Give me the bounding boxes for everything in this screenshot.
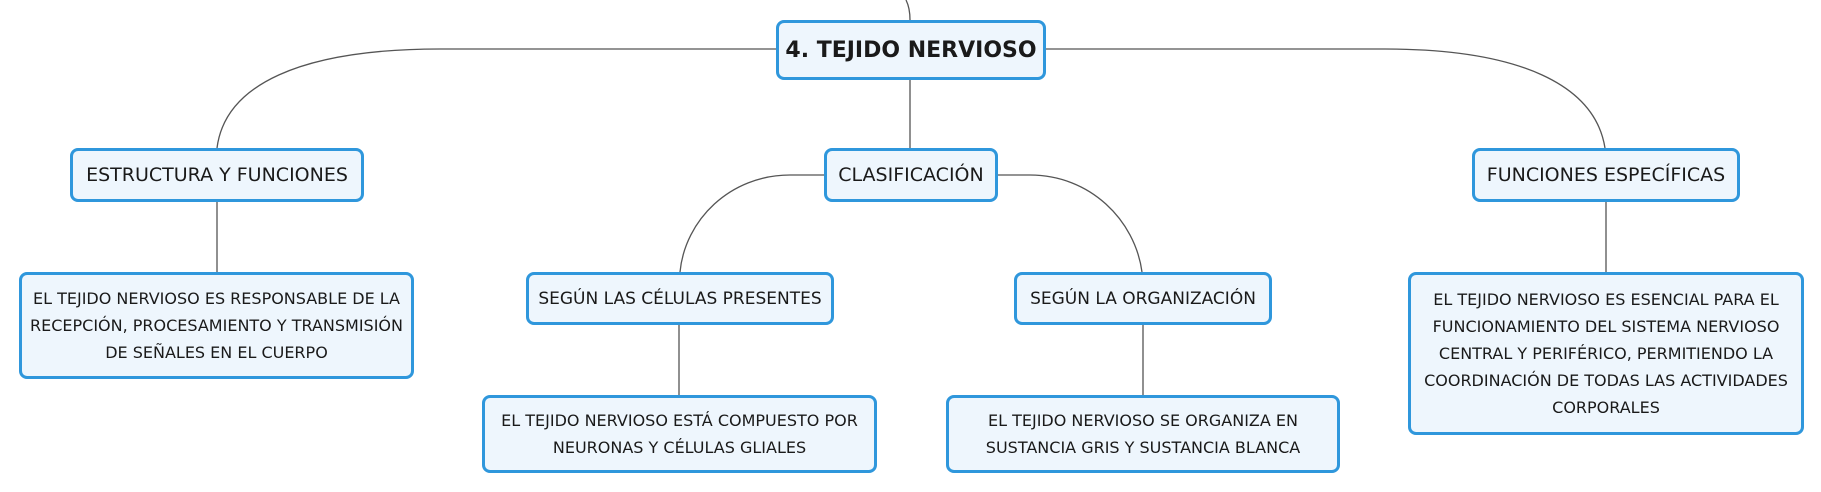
subtopic-segun-celulas[interactable]: SEGÚN LAS CÉLULAS PRESENTES [526,272,834,325]
topic-funciones-especificas[interactable]: FUNCIONES ESPECÍFICAS [1472,148,1740,202]
connector-root-funciones [1045,48,1606,149]
root-node[interactable]: 4. TEJIDO NERVIOSO [776,20,1046,80]
root-label: 4. TEJIDO NERVIOSO [785,37,1037,63]
detail-estructura[interactable]: EL TEJIDO NERVIOSO ES RESPONSABLE DE LA … [19,272,414,379]
connector-root-estructura [216,48,776,149]
topic-label: ESTRUCTURA Y FUNCIONES [86,164,348,186]
subtopic-label: SEGÚN LAS CÉLULAS PRESENTES [538,288,822,309]
detail-text: EL TEJIDO NERVIOSO ESTÁ COMPUESTO POR NE… [501,411,858,457]
subtopic-segun-organizacion[interactable]: SEGÚN LA ORGANIZACIÓN [1014,272,1272,325]
topic-estructura-y-funciones[interactable]: ESTRUCTURA Y FUNCIONES [70,148,364,202]
detail-text: EL TEJIDO NERVIOSO ES RESPONSABLE DE LA … [29,289,403,362]
subtopic-label: SEGÚN LA ORGANIZACIÓN [1030,288,1256,309]
topic-label: FUNCIONES ESPECÍFICAS [1486,164,1726,186]
detail-text: EL TEJIDO NERVIOSO ES ESENCIAL PARA EL F… [1424,290,1788,417]
topic-label: CLASIFICACIÓN [838,164,984,186]
topic-clasificacion[interactable]: CLASIFICACIÓN [824,148,998,202]
connector-parent-root [905,0,911,21]
detail-text: EL TEJIDO NERVIOSO SE ORGANIZA EN SUSTAN… [985,411,1301,457]
detail-funciones[interactable]: EL TEJIDO NERVIOSO ES ESENCIAL PARA EL F… [1408,272,1804,435]
detail-celulas[interactable]: EL TEJIDO NERVIOSO ESTÁ COMPUESTO POR NE… [482,395,877,473]
connector-clasificacion-celulas [679,174,824,273]
detail-organizacion[interactable]: EL TEJIDO NERVIOSO SE ORGANIZA EN SUSTAN… [946,395,1340,473]
connector-clasificacion-organizacion [997,174,1143,273]
